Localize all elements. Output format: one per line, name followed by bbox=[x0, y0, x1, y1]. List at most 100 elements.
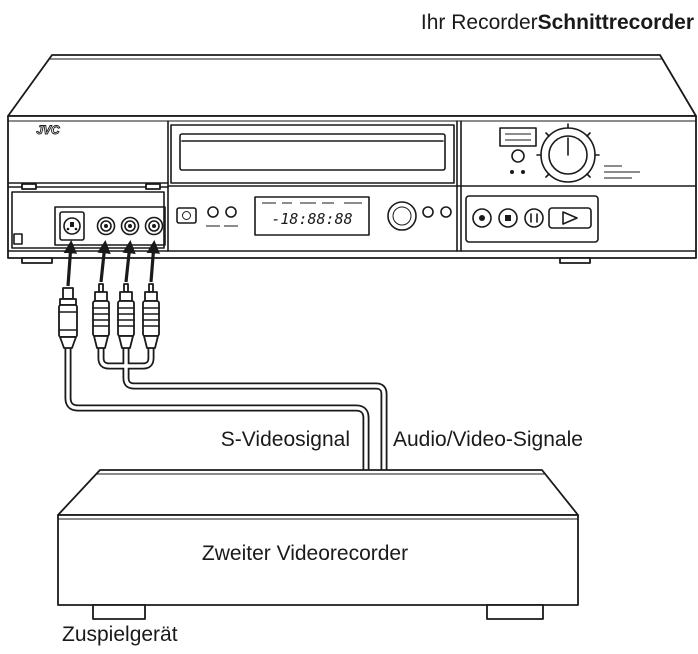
power-button bbox=[511, 149, 525, 163]
s-video-jack-pin bbox=[66, 227, 70, 231]
plug-pin bbox=[98, 283, 104, 293]
recorder-caption: Ihr RecorderSchnittrecorder bbox=[421, 11, 694, 34]
plug-pin bbox=[148, 283, 154, 293]
rca-audio-right-arrow bbox=[146, 239, 160, 283]
indicator-dot bbox=[521, 170, 525, 174]
section-dividers bbox=[167, 120, 697, 252]
recorder-top-surface bbox=[7, 54, 697, 117]
source-recorder-front-panel bbox=[57, 514, 579, 606]
rca-jack-pin bbox=[128, 224, 132, 228]
stop-icon bbox=[505, 215, 511, 221]
cassette-slot bbox=[170, 124, 455, 184]
lcd-display-frame bbox=[254, 196, 370, 236]
s-video-plug bbox=[58, 287, 78, 349]
plug-strain-relief bbox=[118, 335, 134, 349]
plug-body bbox=[58, 304, 78, 338]
jog-knob-inner bbox=[392, 206, 412, 226]
rca-plug-video bbox=[92, 283, 110, 349]
small-button bbox=[440, 206, 452, 218]
plug-strain-relief bbox=[59, 336, 77, 349]
left-door-tab bbox=[145, 183, 161, 190]
stop-button bbox=[498, 208, 518, 228]
mode-dial-ticks bbox=[536, 123, 600, 178]
display-area: -18:88:88 bbox=[176, 196, 452, 236]
brand-logo: JVC bbox=[36, 123, 60, 137]
recess-notch bbox=[13, 233, 23, 245]
plug-tip bbox=[62, 287, 74, 300]
plug-body bbox=[117, 300, 135, 337]
rca-jack-ring bbox=[124, 220, 136, 232]
rca-jack-outer bbox=[96, 216, 116, 236]
source-device-caption: Zuspielgerät bbox=[62, 623, 178, 646]
cables bbox=[64, 348, 388, 471]
cassette-slot-frame bbox=[170, 124, 455, 184]
input-button bbox=[176, 207, 197, 224]
front-jack-recess bbox=[11, 191, 165, 249]
lcd-display-text: -18:88:88 bbox=[271, 210, 352, 228]
plug-body bbox=[142, 300, 160, 337]
source-recorder-foot-left bbox=[92, 604, 146, 620]
record-button bbox=[472, 208, 492, 228]
transport-frame bbox=[465, 195, 599, 243]
s-video-arrow bbox=[63, 239, 78, 287]
rca-jack-outer bbox=[144, 216, 164, 236]
plug-grip bbox=[92, 307, 110, 327]
av-cable-core bbox=[124, 348, 386, 471]
rca-jack-audio-left bbox=[120, 216, 140, 236]
dial-caption-marks bbox=[604, 165, 640, 179]
upper-right-controls bbox=[499, 123, 640, 183]
small-button bbox=[422, 206, 434, 218]
plug-body bbox=[92, 300, 110, 337]
rca-jack-ring bbox=[100, 220, 112, 232]
recorder-foot-right bbox=[559, 257, 591, 264]
recorder: JVC bbox=[7, 54, 697, 264]
plug-strain-relief bbox=[93, 335, 109, 349]
s-video-jack-pin bbox=[74, 227, 78, 231]
insertion-arrows bbox=[63, 239, 160, 287]
rca-video-arrow bbox=[97, 239, 111, 283]
rca-jack-pin bbox=[104, 224, 108, 228]
source-recorder: Zweiter Videorecorder bbox=[57, 469, 579, 620]
jog-knob bbox=[387, 201, 417, 231]
recorder-caption-emphasis: Schnittrecorder bbox=[538, 11, 694, 34]
rca-plug-audio-left bbox=[117, 283, 135, 349]
recorder-foot-left bbox=[21, 257, 53, 264]
plug-grip bbox=[117, 307, 135, 327]
input-icon bbox=[182, 211, 191, 220]
play-button bbox=[548, 207, 592, 229]
rca-jack-pin bbox=[152, 224, 156, 228]
connector-panel bbox=[54, 206, 166, 246]
plug-collar bbox=[94, 291, 108, 302]
plug-grip bbox=[58, 311, 78, 331]
control-label-marks bbox=[505, 133, 531, 141]
left-door-tab bbox=[21, 183, 37, 190]
rca-jack-ring bbox=[148, 220, 160, 232]
indicator-dot bbox=[510, 170, 514, 174]
audio-video-signal-label: Audio/Video-Signale bbox=[393, 428, 583, 451]
small-button bbox=[207, 206, 219, 218]
record-icon bbox=[479, 215, 485, 221]
cassette-slot-opening bbox=[179, 133, 446, 171]
plug-grip bbox=[142, 307, 160, 327]
plug-strain-relief bbox=[143, 335, 159, 349]
s-video-jack-key bbox=[70, 222, 74, 227]
transport-controls bbox=[465, 195, 599, 243]
plug-pin bbox=[123, 283, 129, 293]
pause-button bbox=[524, 208, 544, 228]
rca-jack-video bbox=[96, 216, 116, 236]
mode-dial-inner bbox=[548, 135, 588, 175]
pause-icon bbox=[530, 213, 538, 223]
rca-plug-audio-right bbox=[142, 283, 160, 349]
control-label-box bbox=[499, 127, 537, 147]
rca-jack-audio-right bbox=[144, 216, 164, 236]
s-video-jack-socket bbox=[63, 217, 81, 235]
small-button bbox=[225, 206, 237, 218]
play-icon bbox=[562, 211, 578, 225]
s-video-cable-core bbox=[66, 348, 368, 471]
source-recorder-top-surface bbox=[57, 469, 579, 516]
recorder-caption-prefix: Ihr Recorder bbox=[421, 11, 538, 34]
source-recorder-name: Zweiter Videorecorder bbox=[202, 542, 408, 565]
plug-collar bbox=[144, 291, 158, 302]
rca-jack-outer bbox=[120, 216, 140, 236]
